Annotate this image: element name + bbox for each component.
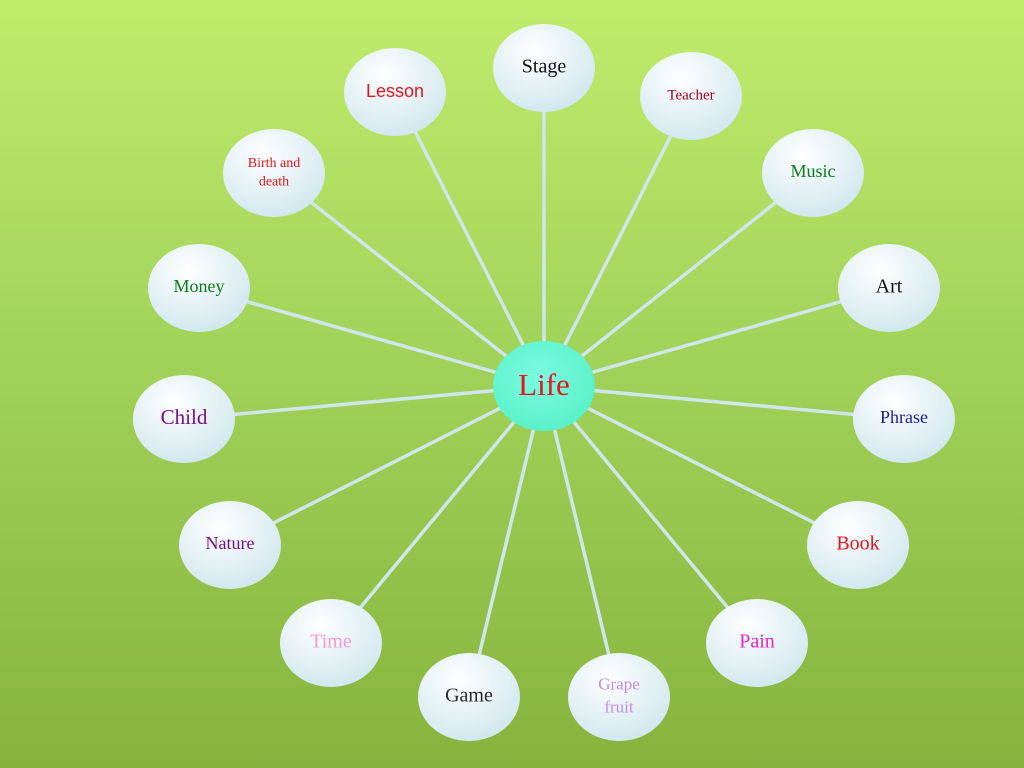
bubble-art xyxy=(838,244,940,332)
node-book: Book xyxy=(807,501,909,589)
label-music: Music xyxy=(791,161,836,181)
bubble-time xyxy=(280,599,382,687)
bubble-phrase xyxy=(853,375,955,463)
bubble-game xyxy=(418,653,520,741)
connector-nature xyxy=(229,384,545,547)
node-money: Money xyxy=(148,244,250,332)
bubble-stage xyxy=(493,24,595,112)
connector-book xyxy=(543,384,859,547)
center-node: Life xyxy=(493,341,595,431)
connector-game xyxy=(467,385,546,698)
label-stage: Stage xyxy=(522,56,567,78)
bubble-birth-and-death xyxy=(223,129,325,217)
label-grape-fruit-line-1: Grape xyxy=(598,674,640,693)
connector-art xyxy=(543,286,890,388)
node-time: Time xyxy=(280,599,382,687)
bubble-child xyxy=(133,375,235,463)
label-money: Money xyxy=(174,276,225,296)
connector-child xyxy=(183,384,545,421)
label-pain: Pain xyxy=(739,631,775,653)
bubble-book xyxy=(807,501,909,589)
bubble-grape-fruit xyxy=(568,653,670,741)
node-grape-fruit: Grape fruit xyxy=(568,653,670,741)
node-child: Child xyxy=(133,375,235,463)
label-book: Book xyxy=(836,533,879,555)
node-teacher: Teacher xyxy=(640,52,742,140)
connector-birth-and-death xyxy=(272,171,546,388)
node-birth-and-death: Birth and death xyxy=(223,129,325,217)
connector-lesson xyxy=(393,91,546,387)
node-nature: Nature xyxy=(179,501,281,589)
node-lesson: Lesson xyxy=(344,48,446,136)
bubble-nature xyxy=(179,501,281,589)
label-art: Art xyxy=(876,276,903,298)
label-child: Child xyxy=(161,405,208,429)
connector-money xyxy=(198,286,545,388)
bubble-music xyxy=(762,129,864,217)
connector-music xyxy=(542,171,815,388)
connector-teacher xyxy=(542,95,693,387)
connector-lines xyxy=(183,68,905,698)
node-game: Game xyxy=(418,653,520,741)
label-teacher: Teacher xyxy=(667,87,714,103)
node-art: Art xyxy=(838,244,940,332)
label-game: Game xyxy=(445,685,493,707)
connector-phrase xyxy=(543,384,905,421)
node-stage: Stage xyxy=(493,24,595,112)
bubble-pain xyxy=(706,599,808,687)
node-pain: Pain xyxy=(706,599,808,687)
node-music: Music xyxy=(762,129,864,217)
connector-pain xyxy=(542,384,759,645)
label-birth-and-death-line-2: death xyxy=(259,175,289,190)
center-label: Life xyxy=(518,367,570,402)
label-phrase: Phrase xyxy=(880,407,928,427)
label-lesson: Lesson xyxy=(366,81,424,101)
label-grape-fruit-line-2: fruit xyxy=(604,697,634,716)
bubble-teacher xyxy=(640,52,742,140)
label-time: Time xyxy=(310,631,352,653)
bubble-money xyxy=(148,244,250,332)
node-phrase: Phrase xyxy=(853,375,955,463)
center-bubble xyxy=(493,341,595,431)
label-nature: Nature xyxy=(206,533,255,553)
label-birth-and-death-line-1: Birth and xyxy=(248,156,301,171)
bubble-lesson xyxy=(344,48,446,136)
connector-grape-fruit xyxy=(542,385,621,698)
connector-time xyxy=(329,384,546,645)
